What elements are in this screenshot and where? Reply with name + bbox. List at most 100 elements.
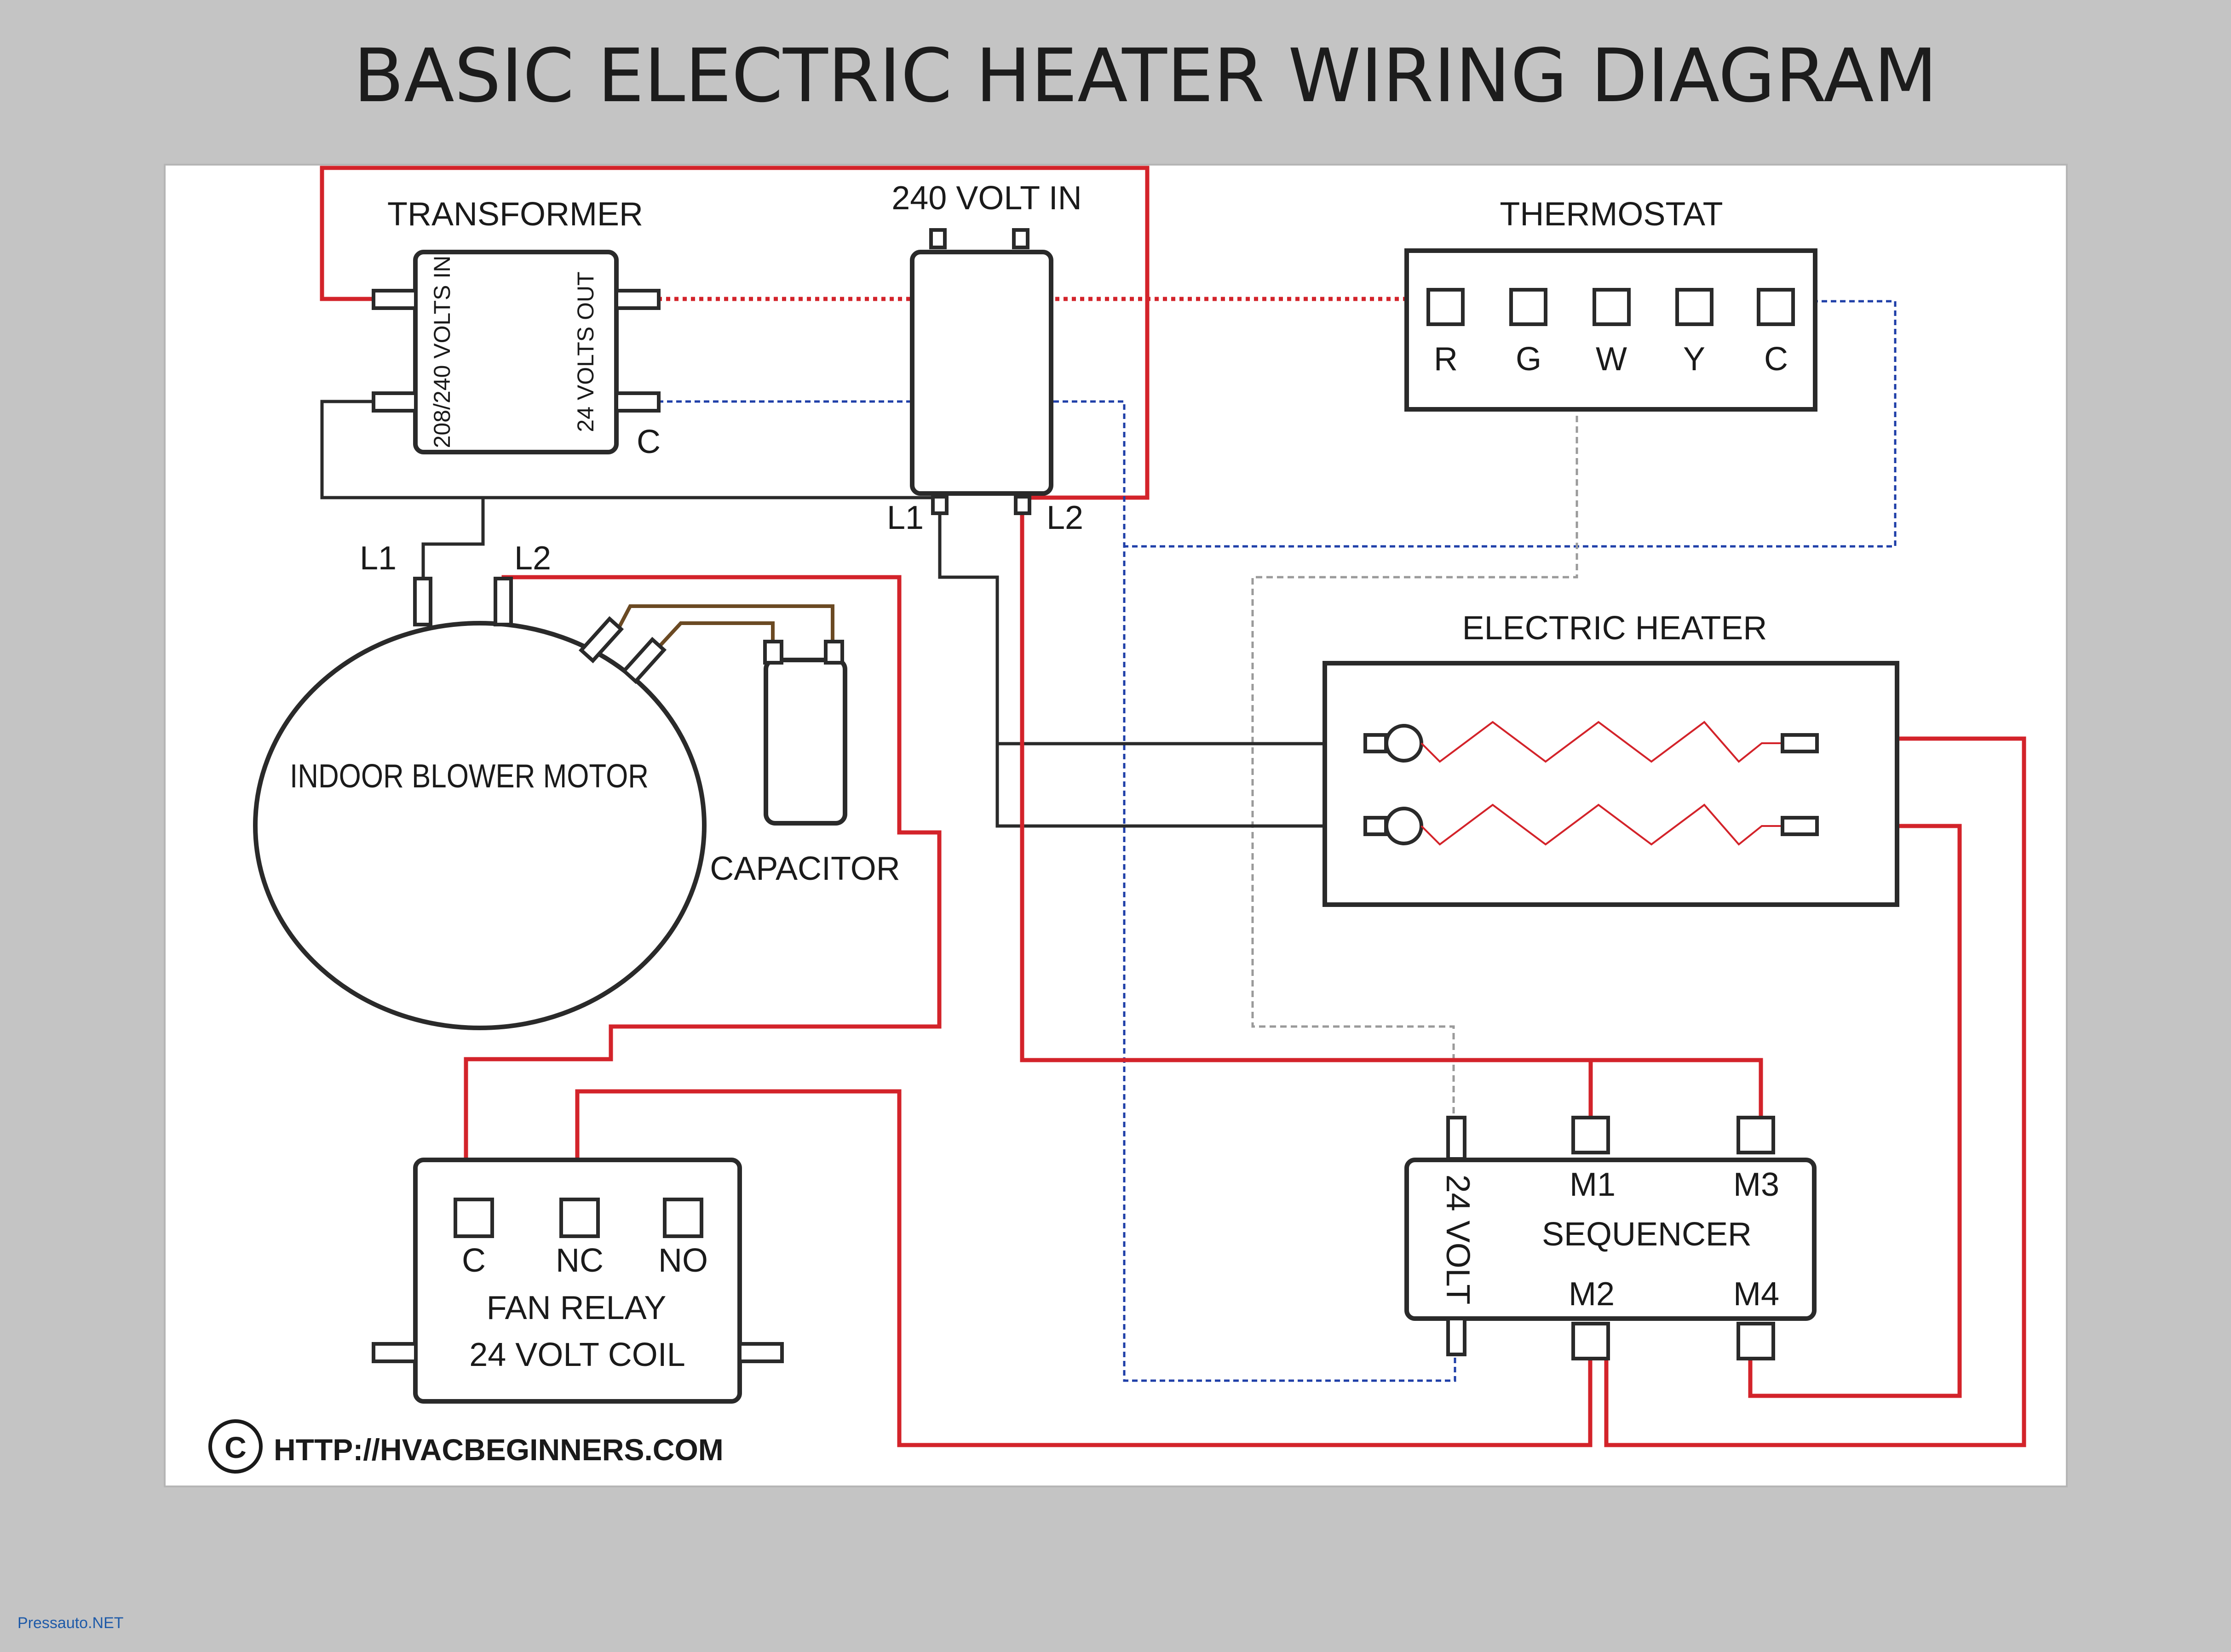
capacitor-terminal-2 — [824, 640, 844, 665]
thermostat-terminal-label: Y — [1683, 341, 1705, 378]
sequencer-m1-label: M1 — [1570, 1166, 1616, 1203]
motor-capacitor-terminal-1 — [578, 616, 624, 664]
wire-transformer-primary-l2 — [320, 166, 1150, 500]
fan-relay-body — [413, 1158, 742, 1404]
transformer-secondary-label: 24 VOLTS OUT — [573, 271, 598, 432]
supply-l2-label: L2 — [1046, 499, 1083, 536]
motor-l2-label: L2 — [514, 540, 551, 577]
wire-l2-to-m1-m3 — [1020, 515, 1763, 1118]
thermostat-body — [1404, 248, 1817, 412]
heater-element-2 — [1363, 803, 1819, 846]
motor-l1-label: L1 — [360, 540, 397, 577]
wire-heater2-to-m4 — [1748, 824, 1962, 1398]
copyright-icon — [208, 1419, 263, 1474]
thermostat-terminals: R G W Y C — [1426, 288, 1795, 378]
heater-element-1-left-terminal — [1363, 733, 1388, 753]
transformer-primary-terminal-2 — [372, 391, 418, 413]
capacitor-body — [764, 658, 847, 826]
thermostat-terminal-label: W — [1596, 341, 1627, 378]
thermostat-label: THERMOSTAT — [1500, 196, 1723, 233]
heater-element-1-right-terminal — [1781, 733, 1819, 753]
blower-motor: L1 L2 INDOOR BLOWER MOTOR — [253, 540, 707, 1030]
fan-relay-coil-label: 24 VOLT COIL — [469, 1337, 685, 1373]
blower-motor-label: INDOOR BLOWER MOTOR — [290, 758, 649, 795]
capacitor-label: CAPACITOR — [710, 850, 900, 887]
fan-relay-terminal-label: C — [462, 1242, 486, 1279]
wire-motor-capacitor-2 — [652, 621, 775, 654]
sequencer-m4-label: M4 — [1733, 1276, 1779, 1313]
sequencer-coil-label: 24 VOLT — [1439, 1175, 1476, 1305]
watermark: Pressauto.NET — [17, 1614, 124, 1632]
motor-terminal-l2 — [494, 577, 513, 626]
supply-body — [910, 250, 1053, 496]
wire-thermostat-c-common — [1124, 300, 1897, 548]
supply-terminal-l2 — [1014, 495, 1031, 515]
sequencer-label: SEQUENCER — [1542, 1216, 1752, 1253]
thermostat-terminal-y — [1675, 288, 1714, 326]
transformer-common-label: C — [637, 424, 661, 460]
sequencer-terminal-m3 — [1736, 1116, 1775, 1154]
fan-relay-terminal-no — [663, 1198, 703, 1238]
copyright-symbol: C — [224, 1430, 247, 1464]
fan-relay: C NC NO FAN RELAY 24 VOLT COIL — [372, 1158, 784, 1404]
heater-element-1-coil — [1420, 721, 1782, 763]
wire-transformer-primary-l1 — [320, 400, 940, 499]
wire-heater1-to-m2 — [1604, 736, 2026, 1447]
wire-relay-nc-to-m2 — [575, 1089, 1593, 1447]
fan-relay-terminal-nc — [559, 1198, 600, 1238]
sequencer-coil-terminal-bottom — [1446, 1317, 1466, 1356]
thermostat-terminal-g — [1509, 288, 1547, 326]
heater-element-2-right-terminal — [1781, 816, 1819, 836]
heater-body — [1322, 661, 1899, 907]
transformer-label: TRANSFORMER — [387, 196, 643, 233]
transformer-primary-label: 208/240 VOLTS IN — [429, 256, 455, 448]
heater-label: ELECTRIC HEATER — [1462, 610, 1767, 647]
heater-element-1-left-post — [1385, 724, 1423, 763]
fan-relay-terminal-label: NO — [658, 1242, 708, 1279]
wire-motor-capacitor-1 — [615, 604, 834, 648]
thermostat-terminal-label: G — [1516, 341, 1541, 378]
sequencer-m2-label: M2 — [1569, 1276, 1615, 1313]
supply-label: 240 VOLT IN — [891, 180, 1082, 217]
credit-url[interactable]: HTTP://HVACBEGINNERS.COM — [274, 1433, 724, 1467]
capacitor-terminal-1 — [763, 640, 783, 665]
motor-terminal-l1 — [413, 577, 432, 626]
wire-l1-to-heater-1 — [938, 515, 1368, 746]
wire-bus-to-motor-l1 — [421, 498, 485, 579]
fan-relay-coil-terminal-right — [738, 1342, 784, 1363]
sequencer: M1 M3 M2 M4 SEQUENCER 24 VOLT — [1404, 1116, 1817, 1360]
blower-motor-body — [253, 621, 707, 1030]
sequencer-terminal-m2 — [1571, 1322, 1610, 1360]
thermostat-terminal-r — [1426, 288, 1465, 326]
heater-element-2-left-post — [1385, 807, 1423, 845]
fan-relay-terminal-label: NC — [556, 1242, 604, 1279]
diagram-title: BASIC ELECTRIC HEATER WIRING DIAGRAM — [353, 33, 1937, 119]
fan-relay-label: FAN RELAY — [487, 1290, 667, 1326]
sequencer-m3-label: M3 — [1733, 1166, 1779, 1203]
sequencer-terminal-m4 — [1736, 1322, 1775, 1360]
thermostat-terminal-w — [1593, 288, 1631, 326]
transformer-secondary-terminal-c — [615, 391, 661, 413]
fan-relay-coil-terminal-left — [372, 1342, 418, 1363]
heater-element-2-left-terminal — [1363, 816, 1388, 836]
electric-heater: ELECTRIC HEATER — [1322, 610, 1899, 907]
wire-transformer-c-common — [658, 400, 1456, 1382]
transformer-body — [413, 250, 619, 454]
transformer: TRANSFORMER 208/240 VOLTS IN 24 VOLTS OU… — [372, 196, 661, 460]
supply-l1-label: L1 — [887, 499, 924, 536]
thermostat-terminal-label: R — [1434, 341, 1458, 378]
wire-motor-l2-to-relay-c — [464, 575, 942, 1202]
thermostat-terminal-c — [1757, 288, 1795, 326]
fan-relay-terminal-c — [454, 1198, 494, 1238]
supply-terminal-l1 — [931, 495, 949, 515]
credit: C HTTP://HVACBEGINNERS.COM — [208, 1419, 724, 1474]
sequencer-terminal-m1 — [1571, 1116, 1610, 1154]
transformer-primary-terminal-1 — [372, 289, 418, 310]
supply-top-terminal-2 — [1012, 228, 1029, 249]
wire-l1-to-heater-2 — [995, 744, 1368, 828]
transformer-secondary-terminal-r — [615, 289, 661, 310]
sequencer-body — [1404, 1158, 1817, 1321]
heater-element-2-coil — [1420, 803, 1782, 846]
supply-240v: 240 VOLT IN L1 L2 — [887, 180, 1083, 536]
